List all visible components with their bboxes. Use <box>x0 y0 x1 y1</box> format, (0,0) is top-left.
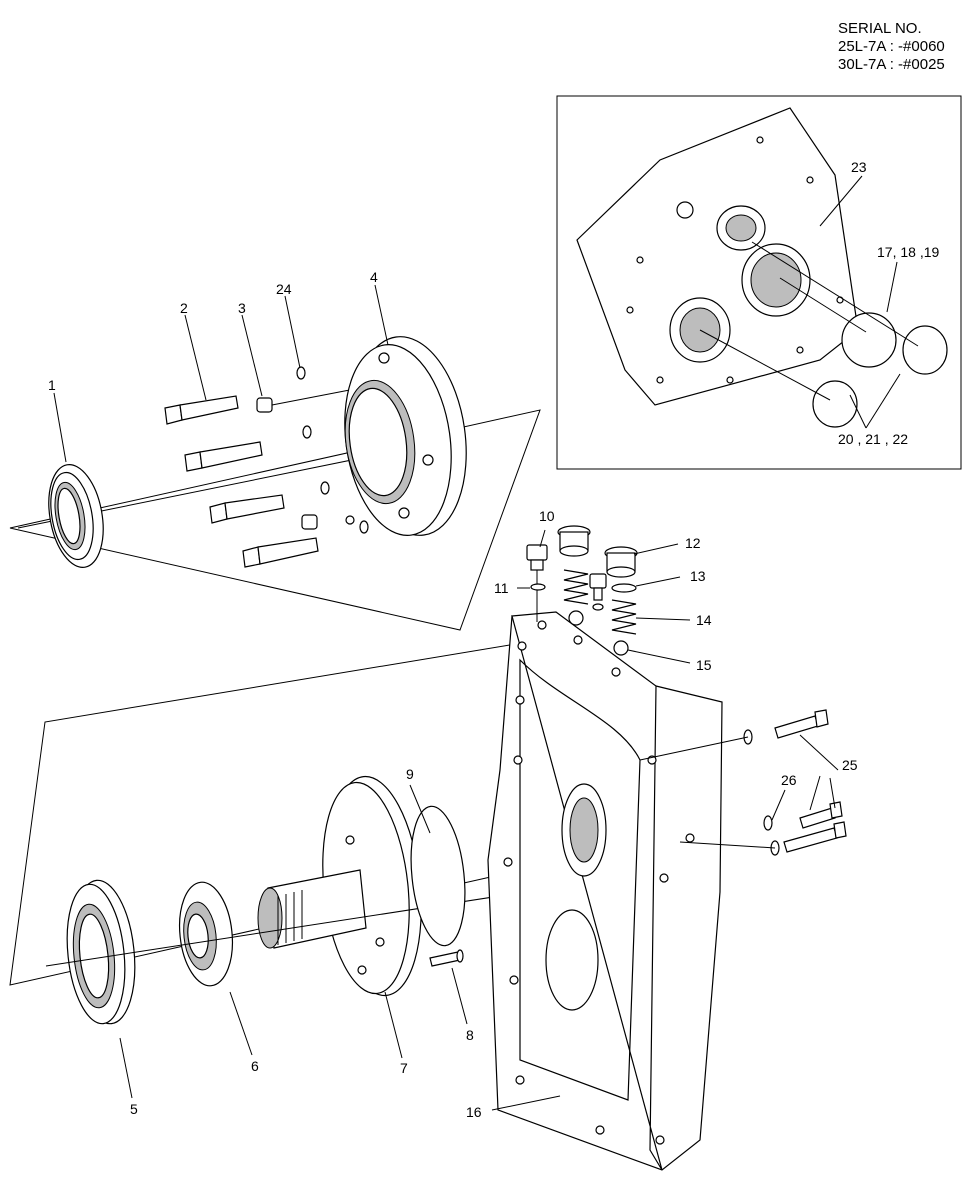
callout-24: 24 <box>276 281 292 297</box>
inset-leader <box>699 329 831 401</box>
bolt <box>164 395 239 425</box>
lower-group-outline <box>9 639 541 986</box>
callout-3: 3 <box>238 300 246 316</box>
part-16-housing <box>487 611 723 1171</box>
callout-25: 25 <box>842 757 858 773</box>
serial-number-block: SERIAL NO. 25L-7A : -#0060 30L-7A : -#00… <box>838 20 945 74</box>
callout-1: 1 <box>48 377 56 393</box>
callout-17-18-19: 17, 18 ,19 <box>877 244 939 260</box>
serial-line-25l: 25L-7A : -#0060 <box>838 38 945 55</box>
callout-12: 12 <box>685 535 701 551</box>
callout-10: 10 <box>539 508 555 524</box>
leader-lines <box>53 175 901 1111</box>
part-25-bolts <box>774 709 847 853</box>
part-4-pump-cover <box>344 336 467 536</box>
serial-title: SERIAL NO. <box>838 20 922 37</box>
part-7-pump-body <box>257 775 422 997</box>
part-3-dowel-pins <box>256 387 361 530</box>
part-14-spring <box>563 569 637 635</box>
small-plug <box>589 573 607 611</box>
part-26-washers <box>743 729 780 856</box>
callout-14: 14 <box>696 612 712 628</box>
callout-4: 4 <box>370 269 378 285</box>
part-2-bolts <box>164 395 319 568</box>
part-5-outer-rotor <box>66 879 136 1025</box>
part-13-o-ring <box>611 583 637 593</box>
bolt <box>242 537 319 568</box>
inset-leader <box>751 241 919 347</box>
callout-labels: 1 2 3 24 4 5 6 7 8 9 10 11 12 13 14 15 1… <box>48 159 939 1120</box>
part-24-washers <box>296 366 369 534</box>
inset-o-rings <box>812 312 948 428</box>
bolt-guide-line <box>639 736 749 761</box>
part-12-plug <box>604 546 638 578</box>
callout-20-21-22: 20 , 21 , 22 <box>838 431 908 447</box>
callout-5: 5 <box>130 1101 138 1117</box>
part-1-oil-seal <box>48 463 104 569</box>
serial-line-30l: 30L-7A : -#0025 <box>838 56 945 73</box>
callout-11: 11 <box>494 580 509 596</box>
part-8-pin <box>429 949 464 967</box>
inset-housing <box>576 107 859 406</box>
upper-group-outline <box>9 409 541 631</box>
callout-13: 13 <box>690 568 706 584</box>
bolt <box>184 441 263 472</box>
bolt <box>209 494 285 524</box>
part-9-gasket <box>410 805 466 947</box>
part-11-o-ring <box>530 583 546 591</box>
callout-9: 9 <box>406 766 414 782</box>
callout-8: 8 <box>466 1027 474 1043</box>
callout-26: 26 <box>781 772 797 788</box>
part-10-plug <box>526 544 548 622</box>
callout-23: 23 <box>851 159 867 175</box>
callout-15: 15 <box>696 657 712 673</box>
inset-detail-box <box>556 95 962 470</box>
bolt-guide-line <box>679 841 776 849</box>
part-12-plug-left <box>557 525 591 557</box>
callout-7: 7 <box>400 1060 408 1076</box>
part-15-ball <box>568 610 629 656</box>
callout-2: 2 <box>180 300 188 316</box>
inset-leader <box>779 277 867 333</box>
callout-6: 6 <box>251 1058 259 1074</box>
callout-16: 16 <box>466 1104 482 1120</box>
part-6-inner-rotor <box>178 881 234 987</box>
